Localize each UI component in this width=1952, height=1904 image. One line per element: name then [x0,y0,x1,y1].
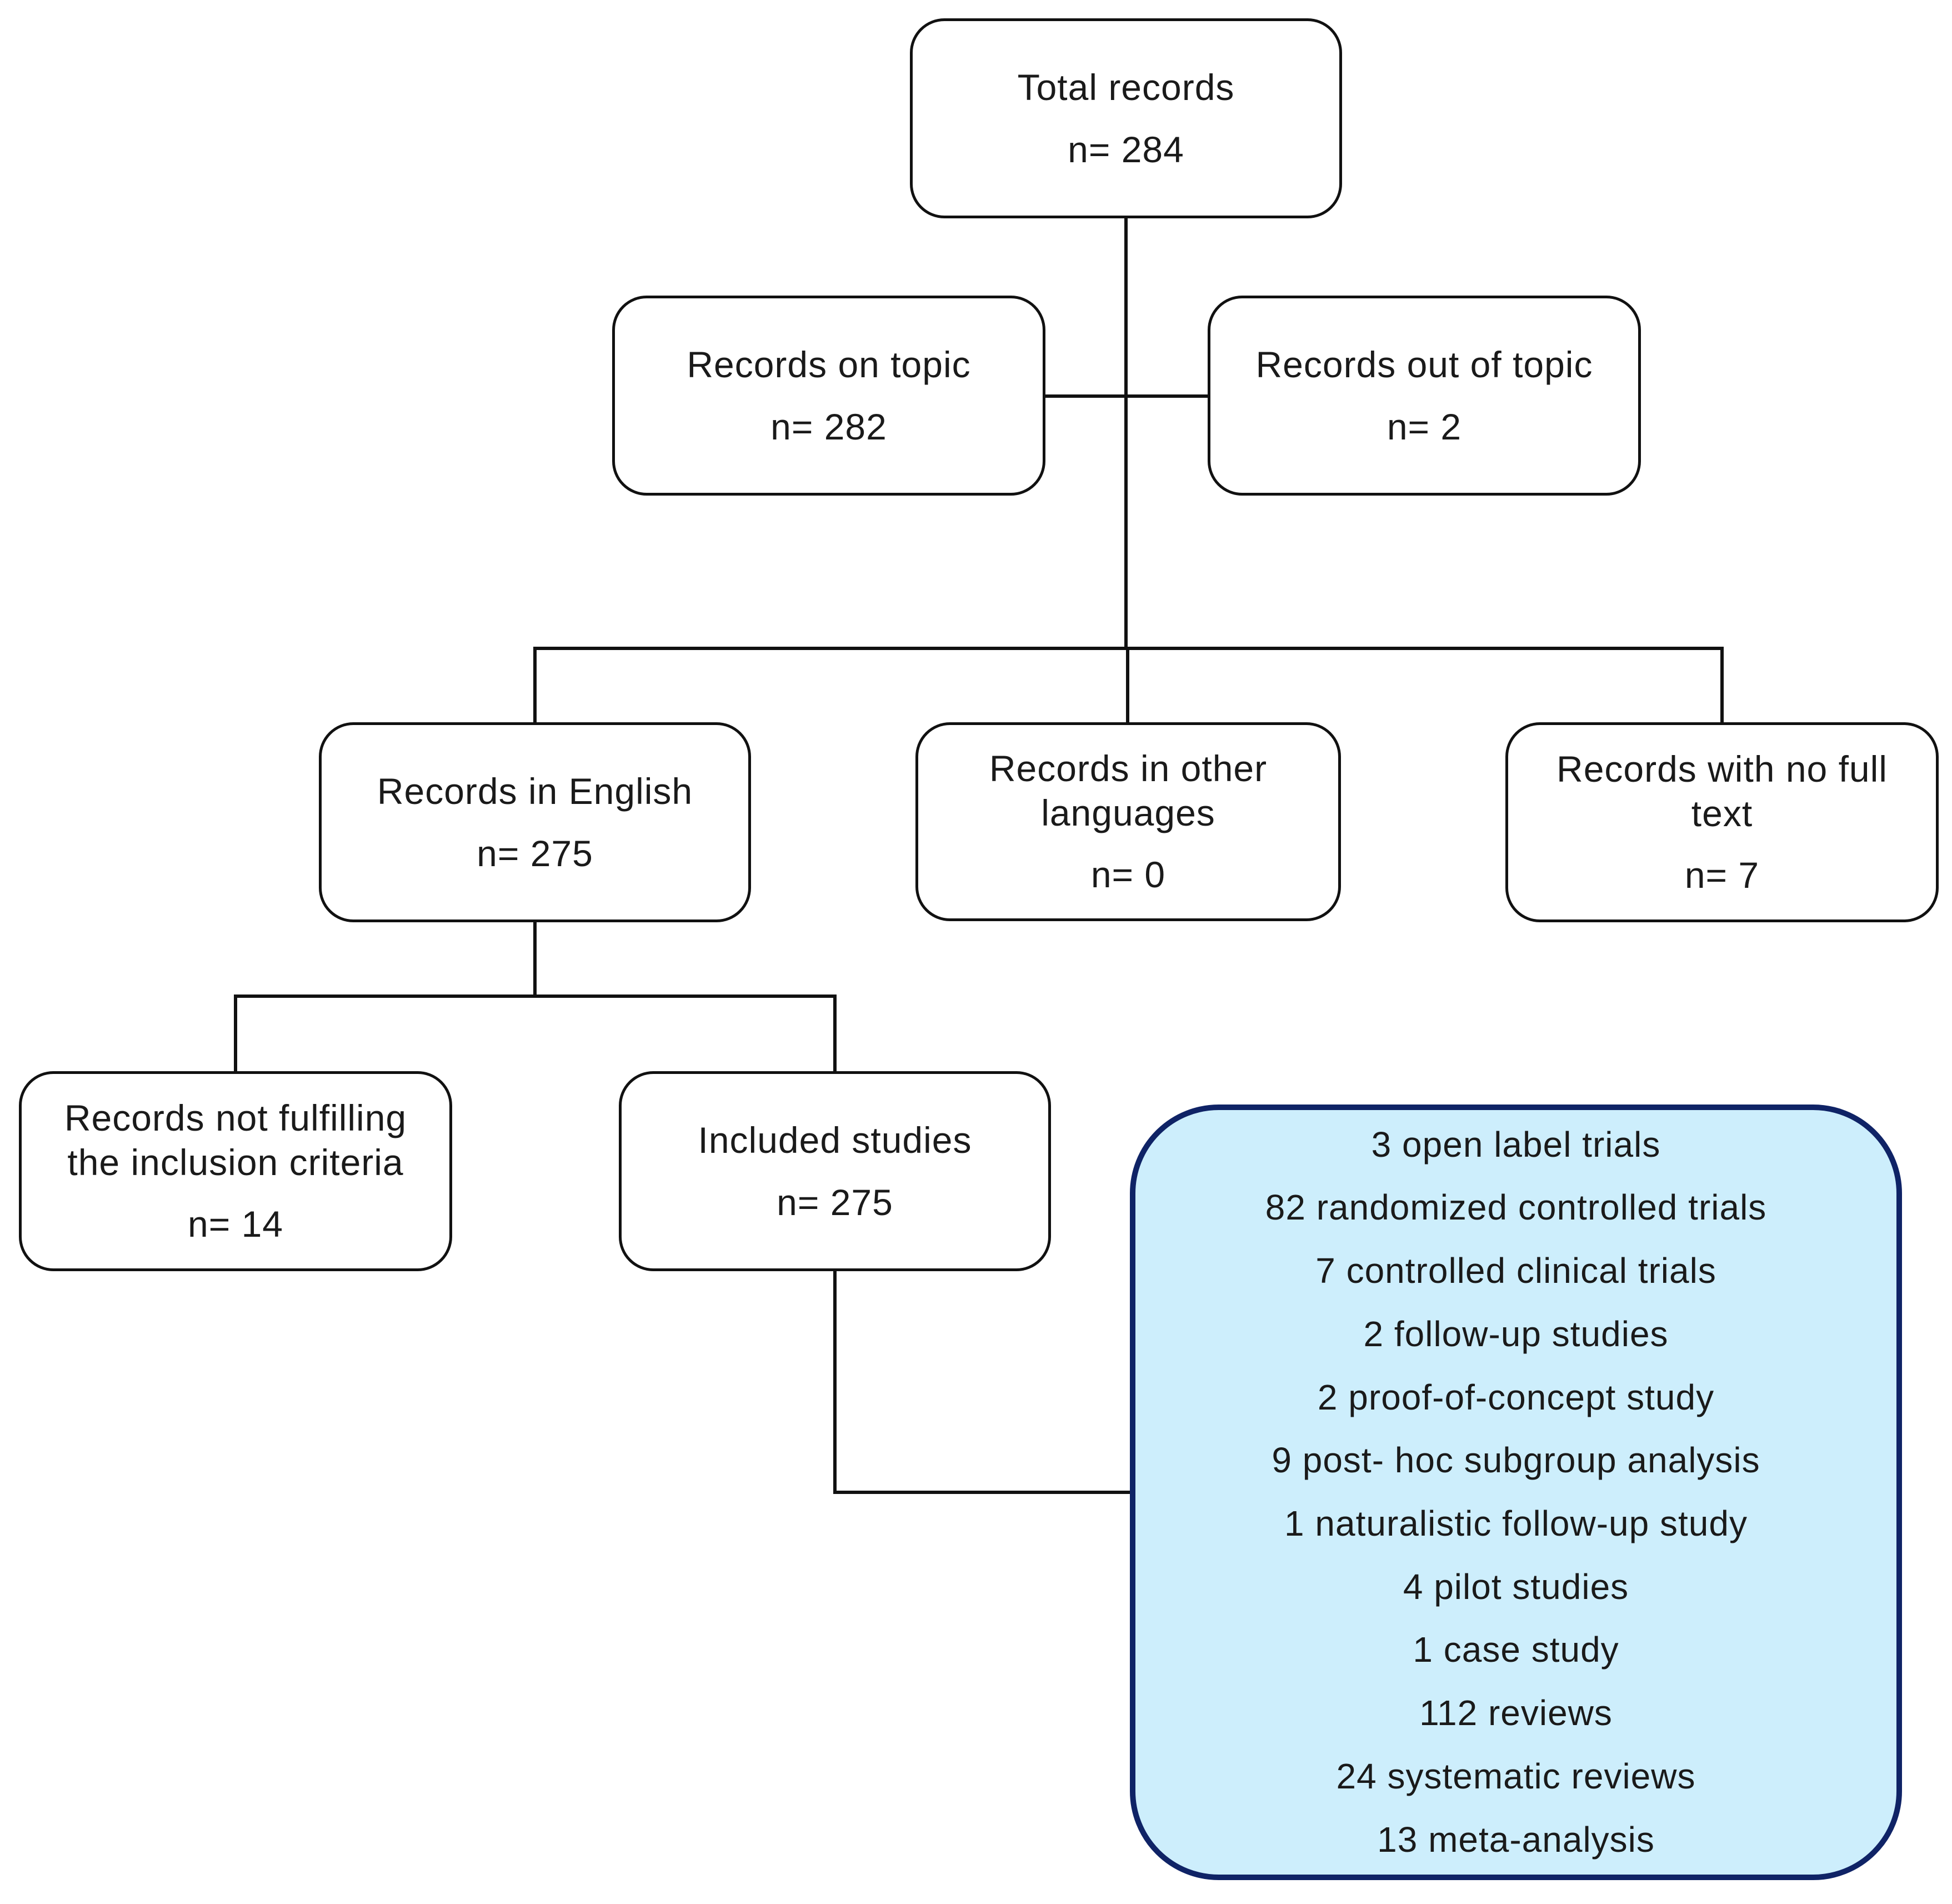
records-no-full-text-label-line1: Records with no full [1556,748,1888,789]
records-not-fulfilling-count: n= 14 [188,1203,283,1245]
study-type-item: 1 case study [1413,1630,1619,1670]
included-studies-count: n= 275 [777,1182,893,1223]
records-on-topic-count: n= 282 [770,406,887,447]
study-type-item: 112 reviews [1419,1693,1613,1733]
study-type-item: 4 pilot studies [1403,1566,1629,1607]
records-not-fulfilling-label-line1: Records not fulfilling [64,1097,407,1138]
included-studies-box: Included studies n= 275 [619,1071,1051,1271]
study-type-item: 2 proof-of-concept study [1317,1377,1715,1417]
total-records-box: Total records n= 284 [910,18,1342,218]
study-type-item: 9 post- hoc subgroup analysis [1272,1440,1760,1481]
study-type-item: 1 naturalistic follow-up study [1284,1503,1748,1543]
study-type-item: 3 open label trials [1371,1124,1661,1165]
study-type-item: 7 controlled clinical trials [1315,1251,1716,1291]
records-on-topic-box: Records on topic n= 282 [612,296,1045,496]
total-records-label: Total records [1017,67,1235,108]
records-in-english-count: n= 275 [477,833,593,874]
records-on-topic-label: Records on topic [687,344,971,385]
records-out-of-topic-label: Records out of topic [1255,344,1593,385]
study-type-item: 24 systematic reviews [1336,1756,1696,1796]
records-in-english-box: Records in English n= 275 [319,722,751,922]
records-no-full-text-label-line2: text [1691,793,1753,834]
records-not-fulfilling-label-line2: the inclusion criteria [67,1142,404,1183]
records-out-of-topic-box: Records out of topic n= 2 [1208,296,1641,496]
included-studies-label: Included studies [698,1120,972,1161]
study-type-item: 82 randomized controlled trials [1265,1187,1767,1228]
records-no-full-text-box: Records with no full text n= 7 [1505,722,1939,922]
connector-included-to-breakdown [833,1270,1132,1494]
records-other-languages-label-line2: languages [1041,792,1215,833]
study-breakdown-box: 3 open label trials 82 randomized contro… [1130,1105,1902,1880]
total-records-count: n= 284 [1068,129,1184,170]
study-type-item: 13 meta-analysis [1377,1819,1655,1860]
records-other-languages-box: Records in other languages n= 0 [915,722,1341,921]
records-not-fulfilling-box: Records not fulfilling the inclusion cri… [19,1071,452,1271]
records-other-languages-count: n= 0 [1090,854,1166,895]
records-other-languages-label-line1: Records in other [989,748,1268,789]
study-type-item: 2 follow-up studies [1363,1313,1669,1354]
records-in-english-label: Records in English [377,771,693,812]
records-no-full-text-count: n= 7 [1684,854,1760,896]
records-out-of-topic-count: n= 2 [1387,406,1462,447]
